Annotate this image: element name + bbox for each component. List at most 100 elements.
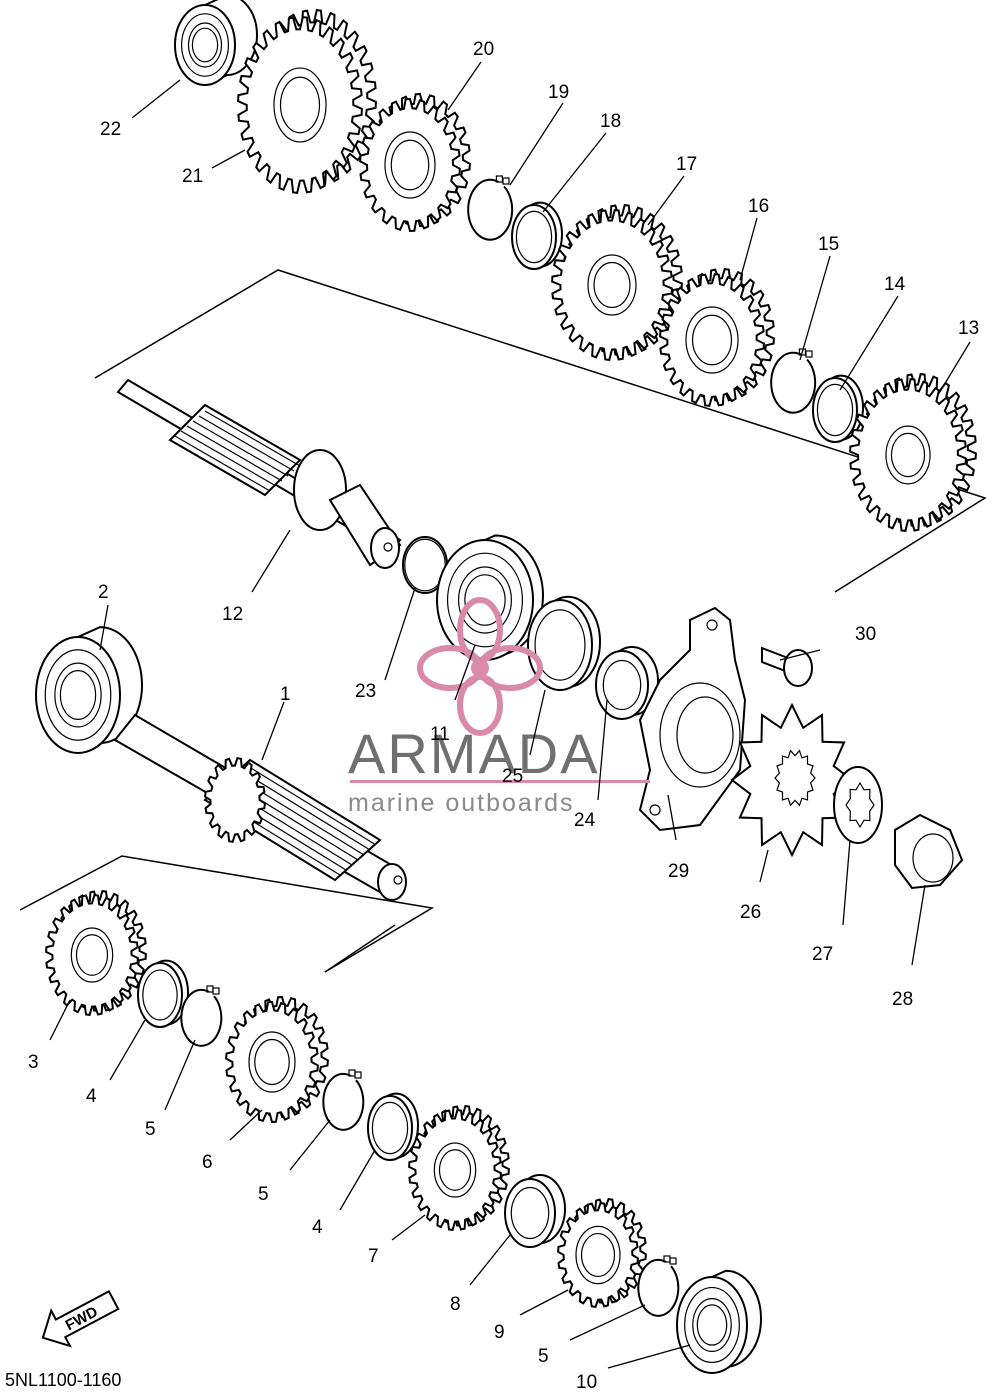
- circlip-15: [770, 348, 817, 414]
- callout-c17: 17: [676, 154, 697, 175]
- callout-c7: 7: [368, 1246, 379, 1267]
- watermark-propeller-icon: [417, 597, 543, 736]
- leader-line: [99, 604, 109, 651]
- callout-c8: 8: [450, 1294, 461, 1315]
- callout-c2: 2: [98, 582, 109, 603]
- bolt-30: [761, 646, 813, 687]
- leader-line: [759, 849, 769, 883]
- circlip-19: [467, 175, 514, 241]
- gear-20: [359, 92, 471, 233]
- gear-3: [45, 890, 147, 1016]
- collar-24: [595, 646, 659, 720]
- gear-21: [237, 8, 377, 195]
- callout-c4b: 4: [312, 1217, 323, 1238]
- bushing-8: [504, 1174, 566, 1248]
- gear-6: [225, 995, 329, 1124]
- sprocket-26: [730, 702, 854, 858]
- watermark-subtitle: marine outboards: [348, 789, 575, 817]
- callout-c9: 9: [494, 1322, 505, 1343]
- leader-line: [211, 149, 246, 169]
- fwd-arrow: FWD: [41, 1289, 120, 1348]
- callout-c27: 27: [812, 944, 833, 965]
- leader-line: [779, 649, 821, 661]
- washer-14: [812, 374, 864, 443]
- leader-line: [164, 1039, 196, 1111]
- leader-line: [391, 1214, 426, 1241]
- callout-c6: 6: [202, 1152, 213, 1173]
- leader-lines: [49, 61, 971, 1369]
- leader-line: [109, 1019, 146, 1081]
- leader-line: [509, 102, 564, 186]
- callout-c10: 10: [576, 1372, 597, 1393]
- watermark: ARMADA marine outboards: [348, 597, 650, 817]
- leader-line: [739, 217, 758, 281]
- upper-assembly-outline: [94, 269, 987, 593]
- diagram-code: 5NL1100-1160: [5, 1370, 121, 1390]
- main-axle-12: [116, 378, 402, 569]
- callout-c25: 25: [502, 766, 523, 787]
- callout-c20: 20: [473, 39, 494, 60]
- gear-7: [408, 1105, 510, 1231]
- leader-line: [49, 999, 71, 1041]
- leader-line: [839, 295, 899, 391]
- gear-17: [551, 204, 683, 361]
- callout-c5c: 5: [538, 1346, 549, 1367]
- callout-c28: 28: [892, 989, 913, 1010]
- callout-c26: 26: [740, 902, 761, 923]
- leader-line: [469, 1234, 511, 1286]
- callout-c19: 19: [548, 82, 569, 103]
- leader-line: [607, 1344, 691, 1369]
- callout-c11: 11: [430, 724, 450, 745]
- circlip-5a: [180, 985, 223, 1047]
- nut-28: [894, 813, 964, 890]
- leader-line: [667, 794, 677, 841]
- leader-line: [597, 699, 608, 801]
- leader-line: [447, 61, 482, 111]
- sprocket-cover-29: [638, 606, 747, 832]
- callout-c5b: 5: [258, 1184, 269, 1205]
- circlip-5b: [322, 1069, 365, 1131]
- leader-line: [519, 1289, 569, 1316]
- callout-c24: 24: [574, 810, 596, 831]
- leader-line: [569, 1304, 646, 1341]
- bearing-22: [174, 0, 258, 86]
- callout-c18: 18: [600, 111, 621, 132]
- watermark-title: ARMADA: [348, 722, 600, 785]
- leader-line: [251, 529, 291, 593]
- watermark-underline: [350, 780, 650, 783]
- leader-line: [261, 701, 285, 761]
- oring-23: [402, 536, 448, 594]
- bearing-2: [35, 626, 143, 754]
- callout-c1: 1: [280, 684, 291, 705]
- bearing-10: [676, 1269, 762, 1374]
- leader-line: [937, 341, 971, 396]
- leader-line: [647, 175, 685, 226]
- lock-washer-27: [833, 766, 883, 844]
- leader-line: [799, 255, 831, 361]
- leader-line: [454, 644, 476, 701]
- gear-9: [557, 1198, 647, 1308]
- callout-c12: 12: [222, 604, 243, 625]
- washer-18: [511, 201, 563, 270]
- lower-assembly-outline: [19, 855, 435, 973]
- gear-13: [849, 373, 977, 532]
- callout-c15: 15: [818, 234, 839, 255]
- callout-c16: 16: [748, 196, 769, 217]
- callout-c22: 22: [100, 119, 121, 140]
- drive-axle-outline: [324, 924, 396, 973]
- callout-c5a: 5: [145, 1119, 156, 1140]
- callout-labels: 1234565478951011121314151617181920212223…: [28, 39, 979, 1393]
- leader-line: [229, 1109, 263, 1141]
- gear-16: [659, 268, 775, 407]
- callout-c3: 3: [28, 1052, 39, 1073]
- leader-line: [384, 587, 416, 681]
- leader-line: [529, 689, 546, 756]
- washer-4b: [367, 1092, 419, 1161]
- leader-line: [542, 132, 607, 213]
- circlip-5c: [637, 1255, 680, 1317]
- drive-axle-1: [113, 713, 407, 901]
- leader-line: [339, 1149, 376, 1211]
- leader-line: [842, 839, 851, 926]
- callout-c14: 14: [884, 274, 906, 295]
- callout-c13: 13: [958, 318, 979, 339]
